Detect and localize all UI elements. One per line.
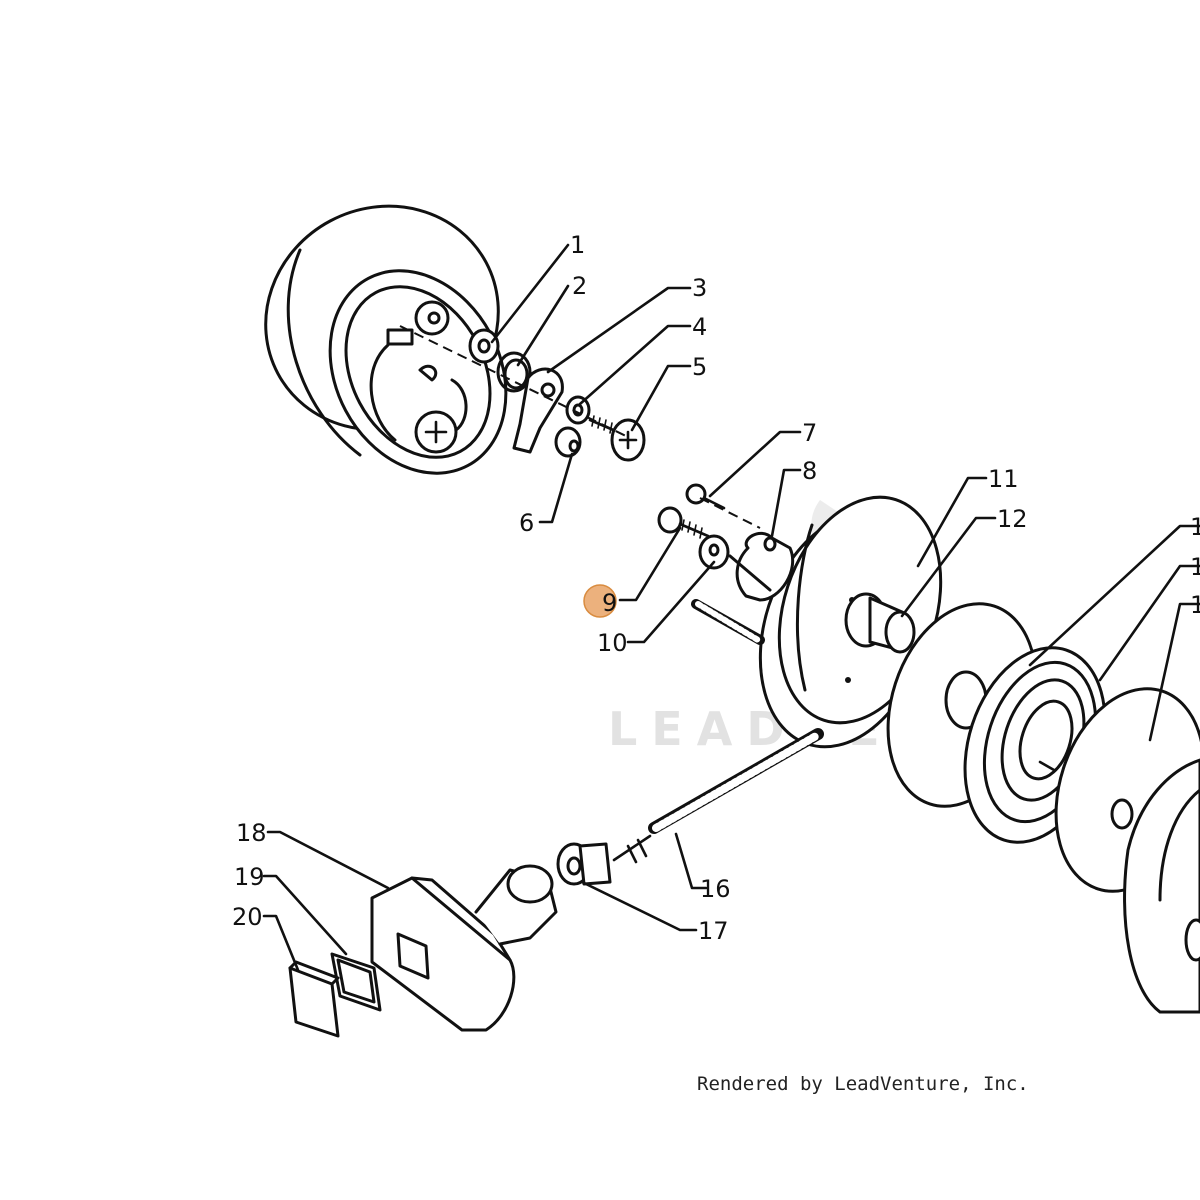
callout-14[interactable]: 1 [1190, 553, 1200, 581]
callout-16[interactable]: 16 [700, 875, 731, 903]
part-18-handle [370, 864, 558, 1032]
part-20-cap [288, 960, 340, 1038]
part-10-washer [698, 534, 730, 570]
callout-labels: 1 2 3 4 5 6 7 8 9 10 11 12 1 1 1 16 17 1… [232, 231, 1200, 945]
part-16-rope [612, 599, 824, 864]
callout-6[interactable]: 6 [519, 509, 534, 537]
callout-7[interactable]: 7 [802, 419, 817, 447]
part-1-washer [468, 328, 500, 364]
callout-3[interactable]: 3 [692, 274, 707, 302]
starter-housing [1123, 758, 1200, 1014]
part-4-collar [565, 395, 591, 425]
assembly-axis-mid [699, 497, 761, 529]
part-2-spring [496, 351, 532, 393]
hotspot-marker-9[interactable] [583, 584, 617, 618]
callout-9[interactable]: 9 [602, 589, 617, 617]
part-17-rope-guide [556, 842, 612, 886]
callout-13[interactable]: 1 [1190, 513, 1200, 541]
part-19-insert [330, 952, 382, 1012]
part-3-pawl [512, 367, 564, 454]
callout-19[interactable]: 19 [234, 863, 265, 891]
callout-11[interactable]: 11 [988, 465, 1019, 493]
callout-4[interactable]: 4 [692, 313, 707, 341]
part-6-bushing [554, 426, 582, 458]
callout-10[interactable]: 10 [597, 629, 628, 657]
callout-8[interactable]: 8 [802, 457, 817, 485]
part-9-bolt [657, 506, 710, 539]
render-credit: Rendered by LeadVenture, Inc. [697, 1073, 1029, 1095]
callout-20[interactable]: 20 [232, 903, 263, 931]
callout-18[interactable]: 18 [236, 819, 267, 847]
callout-15[interactable]: 1 [1190, 591, 1200, 619]
assembly-axis-upper [399, 325, 631, 439]
callout-2[interactable]: 2 [572, 272, 587, 300]
callout-1[interactable]: 1 [570, 231, 585, 259]
leader-lines [262, 243, 1200, 972]
callout-17[interactable]: 17 [698, 917, 729, 945]
flywheel-drum [264, 204, 508, 475]
part-8-ratchet [728, 531, 795, 602]
callout-12[interactable]: 12 [997, 505, 1028, 533]
part-12-hub [844, 592, 916, 654]
callout-5[interactable]: 5 [692, 353, 707, 381]
